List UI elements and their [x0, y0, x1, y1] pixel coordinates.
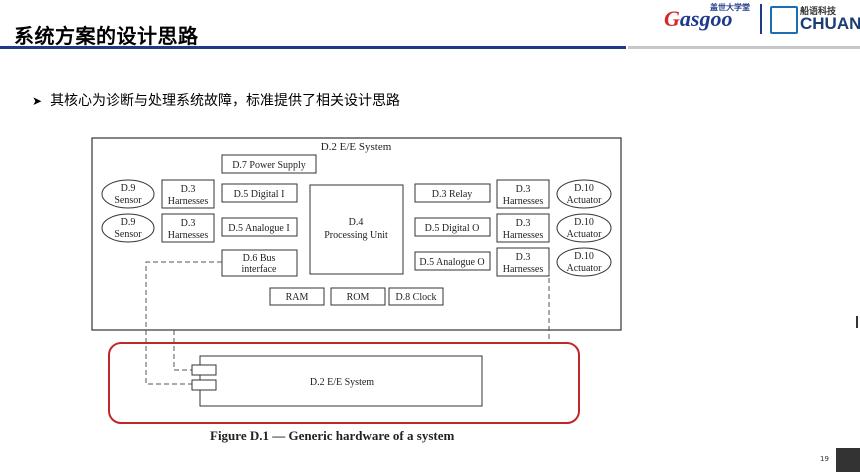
- sensor-2-code: D.9: [121, 217, 136, 228]
- sensor-1-code: D.9: [121, 183, 136, 194]
- actuator-1-ellipse: [556, 179, 612, 209]
- harness-in-2-code: D.3: [181, 218, 196, 229]
- bullet-text: 其核心为诊断与处理系统故障，标准提供了相关设计思路: [50, 93, 401, 109]
- bus-interface-box: [221, 249, 298, 277]
- processing-unit-code: D.4: [349, 217, 364, 228]
- harness-out-2-code: D.3: [516, 218, 531, 229]
- sensor-2-ellipse: [101, 213, 155, 243]
- title-underline-gray: [628, 46, 860, 49]
- harness-out-3-box: [496, 247, 550, 277]
- analogue-in-label: D.5 Analogue I: [228, 223, 289, 234]
- clock-box: [388, 287, 444, 306]
- harness-out-3-code: D.3: [516, 252, 531, 263]
- harness-out-1-box: [496, 179, 550, 209]
- external-system-label: D.2 E/E System: [310, 377, 374, 388]
- gasgoo-logo: Gasgoo: [664, 6, 732, 32]
- ram-label: RAM: [286, 292, 309, 303]
- sensor-2-name: Sensor: [114, 229, 142, 240]
- bus-interface-code: D.6 Bus: [243, 253, 276, 264]
- harness-in-1-code: D.3: [181, 184, 196, 195]
- harness-out-1-code: D.3: [516, 184, 531, 195]
- power-supply-label: D.7 Power Supply: [232, 160, 306, 171]
- bus-connection-lines: [145, 261, 550, 385]
- processing-unit-name: Processing Unit: [324, 230, 388, 241]
- relay-box: [414, 183, 491, 203]
- harness-out-1-name: Harnesses: [503, 196, 544, 207]
- ram-box: [269, 287, 325, 306]
- ee-system-frame: [91, 137, 622, 331]
- bus-interface-name: interface: [242, 264, 278, 275]
- bullet-point: ➤ 其核心为诊断与处理系统故障，标准提供了相关设计思路: [32, 90, 400, 110]
- external-system-highlight: [108, 342, 580, 424]
- actuator-1-code: D.10: [574, 183, 594, 194]
- harness-out-2-box: [496, 213, 550, 243]
- page-number: 19: [820, 455, 829, 463]
- digital-out-box: [414, 217, 491, 237]
- gasgoo-logo-g: G: [664, 6, 680, 31]
- digital-in-box: [221, 183, 298, 203]
- actuator-2-name: Actuator: [567, 229, 603, 240]
- analogue-out-box: [414, 251, 491, 271]
- harness-out-2-name: Harnesses: [503, 230, 544, 241]
- chuan-cn-label: 船语科技: [800, 7, 837, 17]
- connector-top: [191, 364, 217, 376]
- rom-box: [330, 287, 386, 306]
- gasgoo-cn-label: 盖世大学堂: [710, 3, 750, 12]
- clock-label: D.8 Clock: [395, 292, 436, 303]
- power-supply-box: [221, 154, 317, 174]
- side-marker: [856, 316, 858, 328]
- page-title: 系统方案的设计思路: [14, 24, 199, 48]
- rom-label: ROM: [347, 292, 370, 303]
- chuan-en-label: CHUAN: [800, 14, 860, 33]
- harness-in-1-name: Harnesses: [168, 196, 209, 207]
- logo-divider: [760, 4, 762, 34]
- harness-out-3-name: Harnesses: [503, 264, 544, 275]
- connector-bottom: [191, 379, 217, 391]
- title-underline: [0, 46, 626, 49]
- harness-in-1-box: [161, 179, 215, 209]
- analogue-out-label: D.5 Analogue O: [419, 257, 484, 268]
- digital-in-label: D.5 Digital I: [234, 189, 285, 200]
- relay-label: D.3 Relay: [432, 189, 473, 200]
- actuator-3-name: Actuator: [567, 263, 603, 274]
- actuator-1-name: Actuator: [567, 195, 603, 206]
- external-system-box: [199, 355, 483, 407]
- actuator-2-code: D.10: [574, 217, 594, 228]
- system-label: D.2 E/E System: [321, 141, 392, 153]
- harness-in-2-box: [161, 213, 215, 243]
- digital-out-label: D.5 Digital O: [425, 223, 480, 234]
- harness-in-2-name: Harnesses: [168, 230, 209, 241]
- sensor-1-name: Sensor: [114, 195, 142, 206]
- actuator-3-code: D.10: [574, 251, 594, 262]
- figure-caption: Figure D.1 — Generic hardware of a syste…: [210, 428, 455, 443]
- chuan-logo-icon: [770, 6, 798, 34]
- actuator-3-ellipse: [556, 247, 612, 277]
- video-thumbnail: [836, 448, 860, 472]
- gasgoo-logo-rest: asgoo: [679, 6, 733, 31]
- analogue-in-box: [221, 217, 298, 237]
- logo-area: 盖世大学堂 Gasgoo 船语科技 CHUAN: [650, 0, 860, 44]
- processing-unit-box: [309, 184, 404, 275]
- actuator-2-ellipse: [556, 213, 612, 243]
- sensor-1-ellipse: [101, 179, 155, 209]
- bullet-arrow-icon: ➤: [32, 94, 43, 108]
